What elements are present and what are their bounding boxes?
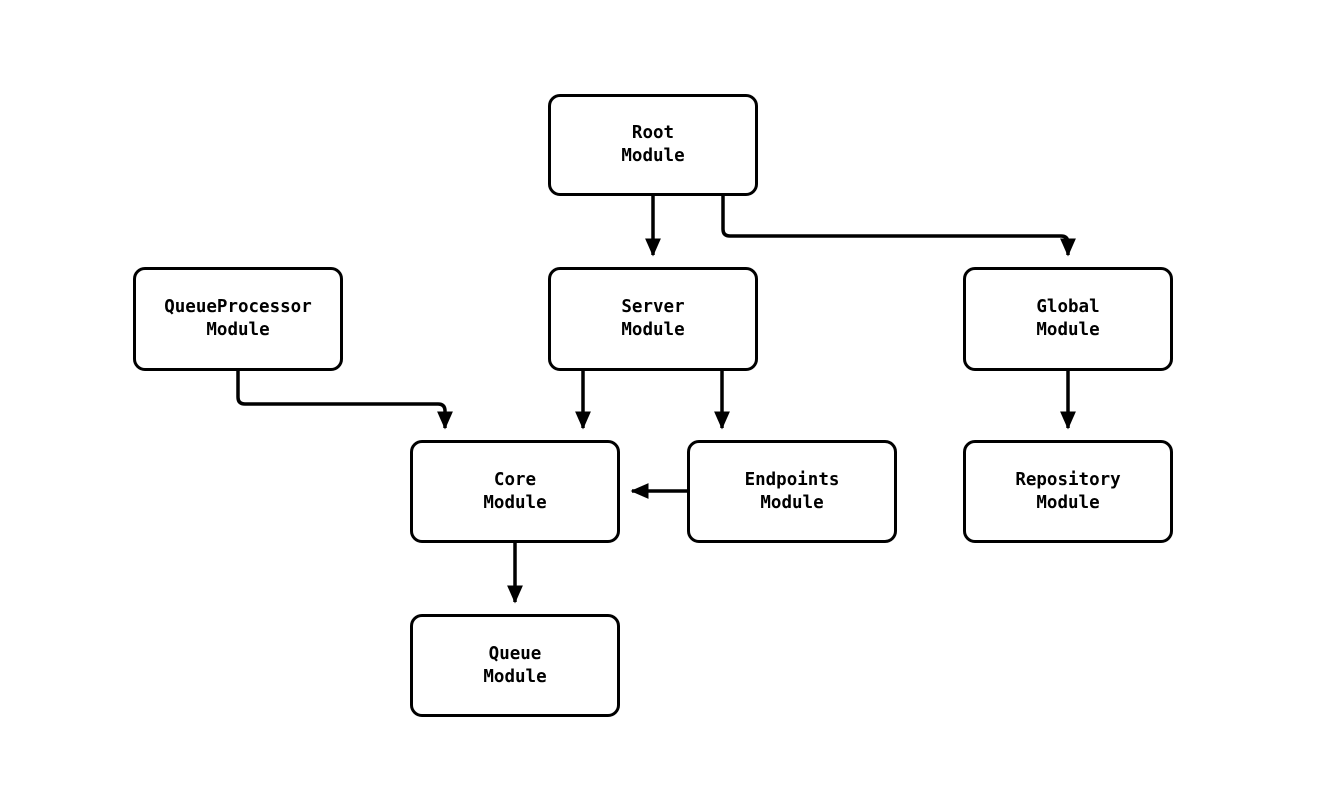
root-module-node[interactable]: Root Module xyxy=(548,94,758,196)
global-module-subtitle: Module xyxy=(1036,320,1100,340)
edge-queueprocessor-to-core xyxy=(236,371,454,430)
global-module-node[interactable]: Global Module xyxy=(963,267,1173,371)
server-module-title: Server xyxy=(621,297,685,317)
repository-module-node[interactable]: Repository Module xyxy=(963,440,1173,543)
repository-module-subtitle: Module xyxy=(1036,492,1100,513)
core-module-node[interactable]: Core Module xyxy=(410,440,620,543)
endpoints-module-title: Endpoints xyxy=(744,469,840,490)
queue-module-node[interactable]: Queue Module xyxy=(410,614,620,717)
root-module-subtitle: Module xyxy=(621,146,685,166)
global-module-title: Global xyxy=(1036,297,1100,317)
edge-root-to-global xyxy=(721,196,1077,257)
queue-module-subtitle: Module xyxy=(483,666,547,687)
queueprocessor-module-subtitle: Module xyxy=(206,320,270,340)
queueprocessor-module-node[interactable]: QueueProcessor Module xyxy=(133,267,343,371)
server-module-node[interactable]: Server Module xyxy=(548,267,758,371)
repository-module-title: Repository xyxy=(1015,469,1121,490)
root-module-title: Root xyxy=(631,123,675,143)
endpoints-module-node[interactable]: Endpoints Module xyxy=(687,440,897,543)
queueprocessor-module-title: QueueProcessor xyxy=(164,297,312,317)
queue-module-title: Queue xyxy=(488,643,542,664)
endpoints-module-subtitle: Module xyxy=(760,492,824,513)
core-module-title: Core xyxy=(493,469,537,490)
server-module-subtitle: Module xyxy=(621,320,685,340)
core-module-subtitle: Module xyxy=(483,492,547,513)
